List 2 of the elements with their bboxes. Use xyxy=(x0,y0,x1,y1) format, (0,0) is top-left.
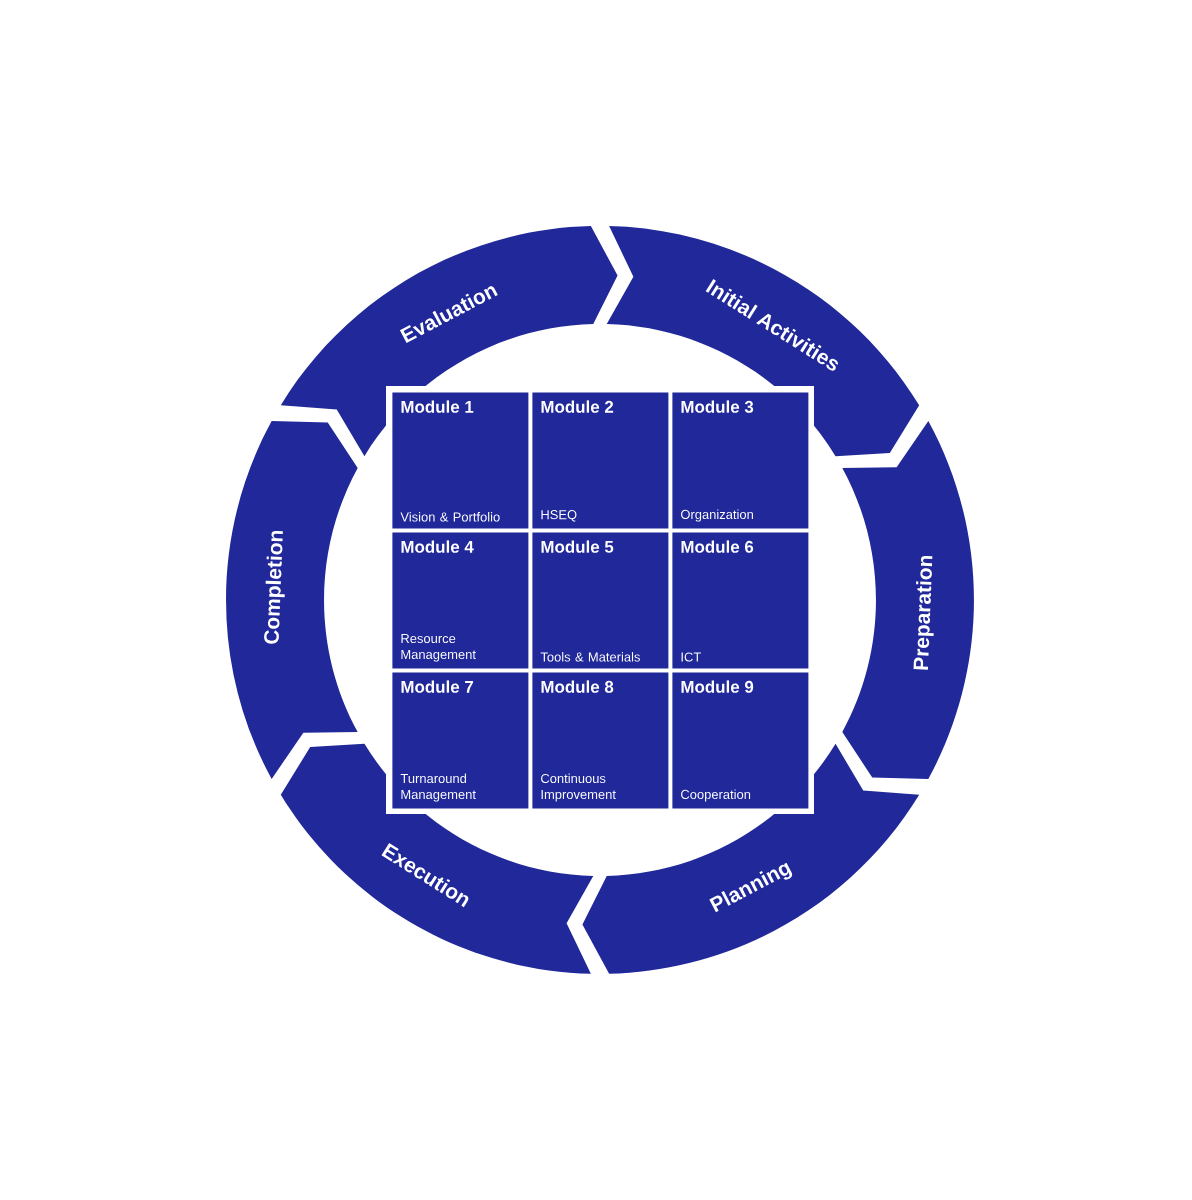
cycle-segment: Preparation xyxy=(842,420,974,779)
cycle-segment: Completion xyxy=(226,420,358,779)
